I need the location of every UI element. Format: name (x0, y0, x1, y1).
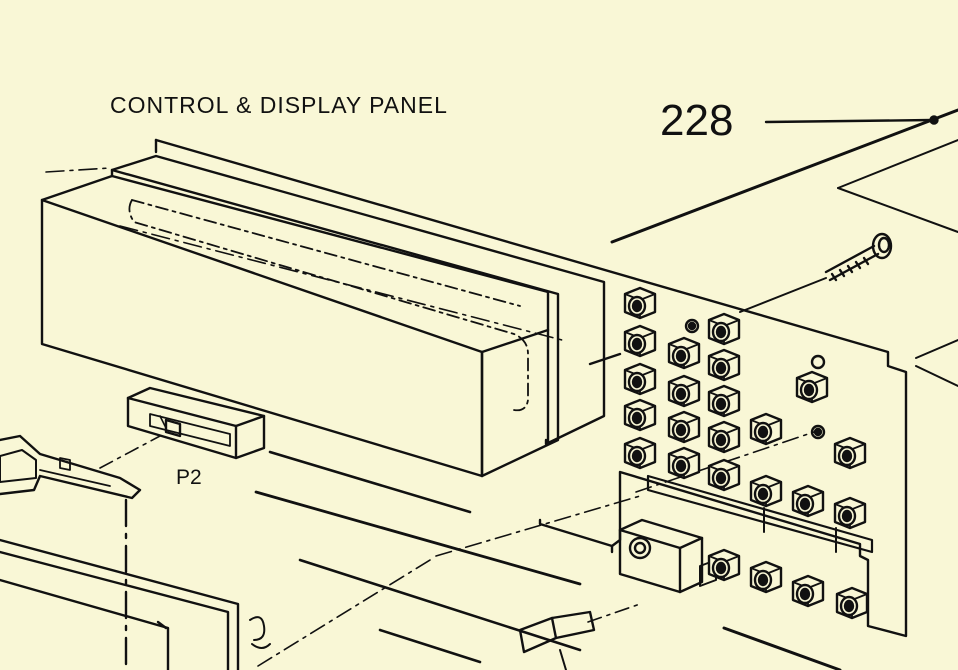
connector-label: P2 (176, 466, 202, 489)
ribbon-cable-plug (0, 434, 161, 500)
diagram-title: CONTROL & DISPLAY PANEL (110, 92, 448, 118)
led-indicator (684, 318, 700, 334)
key-strip (646, 474, 874, 554)
connector-p2 (126, 386, 266, 460)
push-button-array (623, 286, 869, 620)
mounting-screw (824, 232, 893, 282)
led-indicator (810, 424, 826, 440)
led-indicator (810, 354, 826, 370)
slide-switch (518, 603, 641, 670)
part-reference-number: 228 (660, 96, 734, 145)
callout-leader-228 (764, 115, 939, 125)
front-panel-board (154, 138, 908, 638)
chassis-frame (0, 538, 431, 670)
rotary-encoder (618, 518, 717, 594)
chassis-cover (610, 108, 958, 670)
display-module (40, 154, 622, 478)
